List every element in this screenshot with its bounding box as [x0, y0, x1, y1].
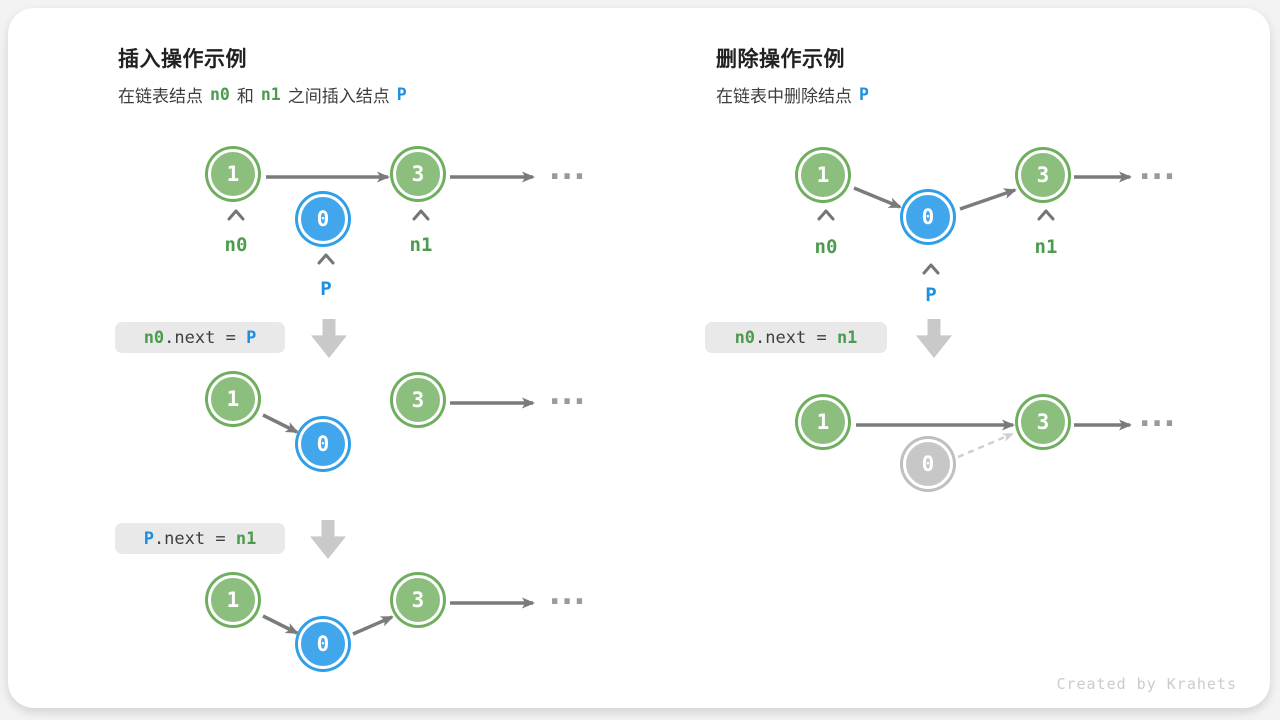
r2-node-p-removed: 0 — [903, 439, 953, 489]
node-value: 0 — [316, 632, 330, 656]
left-panel-title: 插入操作示例 — [118, 48, 247, 71]
r2-node-n0: 1 — [798, 397, 848, 447]
ellipsis: ... — [1139, 152, 1177, 187]
code-box-n0-next-p: n0.next = P — [115, 322, 285, 353]
caret-up-icon-l1-n1 — [412, 209, 430, 221]
subtitle-text: 在链表中删除结点 — [716, 87, 852, 106]
node-value: 1 — [226, 588, 240, 612]
credit-text: Created by Krahets — [1056, 675, 1237, 693]
code-token: .next = — [164, 327, 247, 348]
l1-node-p: 0 — [298, 194, 348, 244]
l1-node-n0: 1 — [208, 149, 258, 199]
code-token: .next = — [755, 327, 837, 348]
pointer-label-n1: n1 — [409, 234, 433, 256]
caret-up-icon-l1-n0 — [227, 209, 245, 221]
node-value: 3 — [411, 162, 425, 186]
l2-node-p: 0 — [298, 419, 348, 469]
subtitle-text: 在链表结点 — [118, 87, 203, 106]
token-n1: n1 — [260, 85, 281, 104]
left-panel-subtitle: 在链表结点 n0 和 n1 之间插入结点 P — [118, 82, 414, 107]
caret-up-icon-r1-n1 — [1037, 209, 1055, 221]
l3-node-n1: 3 — [393, 575, 443, 625]
node-value: 0 — [921, 452, 935, 476]
code-token: n0 — [143, 327, 165, 348]
code-box-p-next-n1: P.next = n1 — [115, 523, 285, 554]
l3-node-n0: 1 — [208, 575, 258, 625]
caret-up-icon-r1-p — [922, 263, 940, 275]
pointer-label-n0: n0 — [814, 236, 838, 258]
ellipsis: ... — [549, 577, 587, 612]
node-value: 3 — [411, 388, 425, 412]
ellipsis: ... — [549, 152, 587, 187]
node-value: 0 — [921, 205, 935, 229]
node-value: 3 — [411, 588, 425, 612]
r1-node-n1: 3 — [1018, 150, 1068, 200]
token-n0: n0 — [210, 85, 230, 104]
token-p: P — [859, 85, 869, 104]
node-value: 1 — [816, 410, 830, 434]
dashed-arrow-0to3 — [957, 432, 1014, 459]
code-token: P — [143, 528, 154, 549]
node-value: 3 — [1036, 163, 1050, 187]
subtitle-text: 之间插入结点 — [287, 87, 390, 106]
l2-node-n0: 1 — [208, 374, 258, 424]
code-token: n0 — [734, 327, 756, 348]
code-box-n0-next-n1: n0.next = n1 — [705, 322, 887, 353]
ellipsis: ... — [1139, 399, 1177, 434]
subtitle-text: 和 — [236, 87, 254, 106]
node-value: 0 — [316, 207, 330, 231]
r1-node-p: 0 — [903, 192, 953, 242]
pointer-label-n0: n0 — [224, 234, 248, 256]
right-panel-title: 删除操作示例 — [716, 48, 845, 71]
arrow-l3-1to0 — [262, 614, 299, 635]
r1-node-n0: 1 — [798, 150, 848, 200]
token-p: P — [396, 85, 407, 104]
right-panel-subtitle: 在链表中删除结点 P — [716, 82, 876, 107]
code-token: P — [246, 327, 257, 348]
node-value: 3 — [1036, 410, 1050, 434]
code-token: n1 — [235, 528, 257, 549]
pointer-label-p: P — [320, 278, 332, 300]
caret-up-icon-r1-n0 — [817, 209, 835, 221]
node-value: 1 — [226, 162, 240, 186]
ellipsis: ... — [549, 377, 587, 412]
l3-node-p: 0 — [298, 619, 348, 669]
code-token: .next = — [153, 528, 236, 549]
node-value: 1 — [816, 163, 830, 187]
node-value: 0 — [316, 432, 330, 456]
arrow-r1-1to0 — [853, 186, 902, 209]
node-value: 1 — [226, 387, 240, 411]
code-token: n1 — [836, 327, 858, 348]
l2-node-n1: 3 — [393, 375, 443, 425]
arrow-l3-0to3 — [352, 615, 394, 636]
pointer-label-p: P — [925, 284, 937, 306]
r2-node-n1: 3 — [1018, 397, 1068, 447]
caret-up-icon-l1-p — [317, 253, 335, 265]
pointer-label-n1: n1 — [1034, 236, 1058, 258]
l1-node-n1: 3 — [393, 149, 443, 199]
arrow-l2-1to0 — [262, 413, 299, 434]
arrow-r1-0to3 — [959, 188, 1017, 211]
